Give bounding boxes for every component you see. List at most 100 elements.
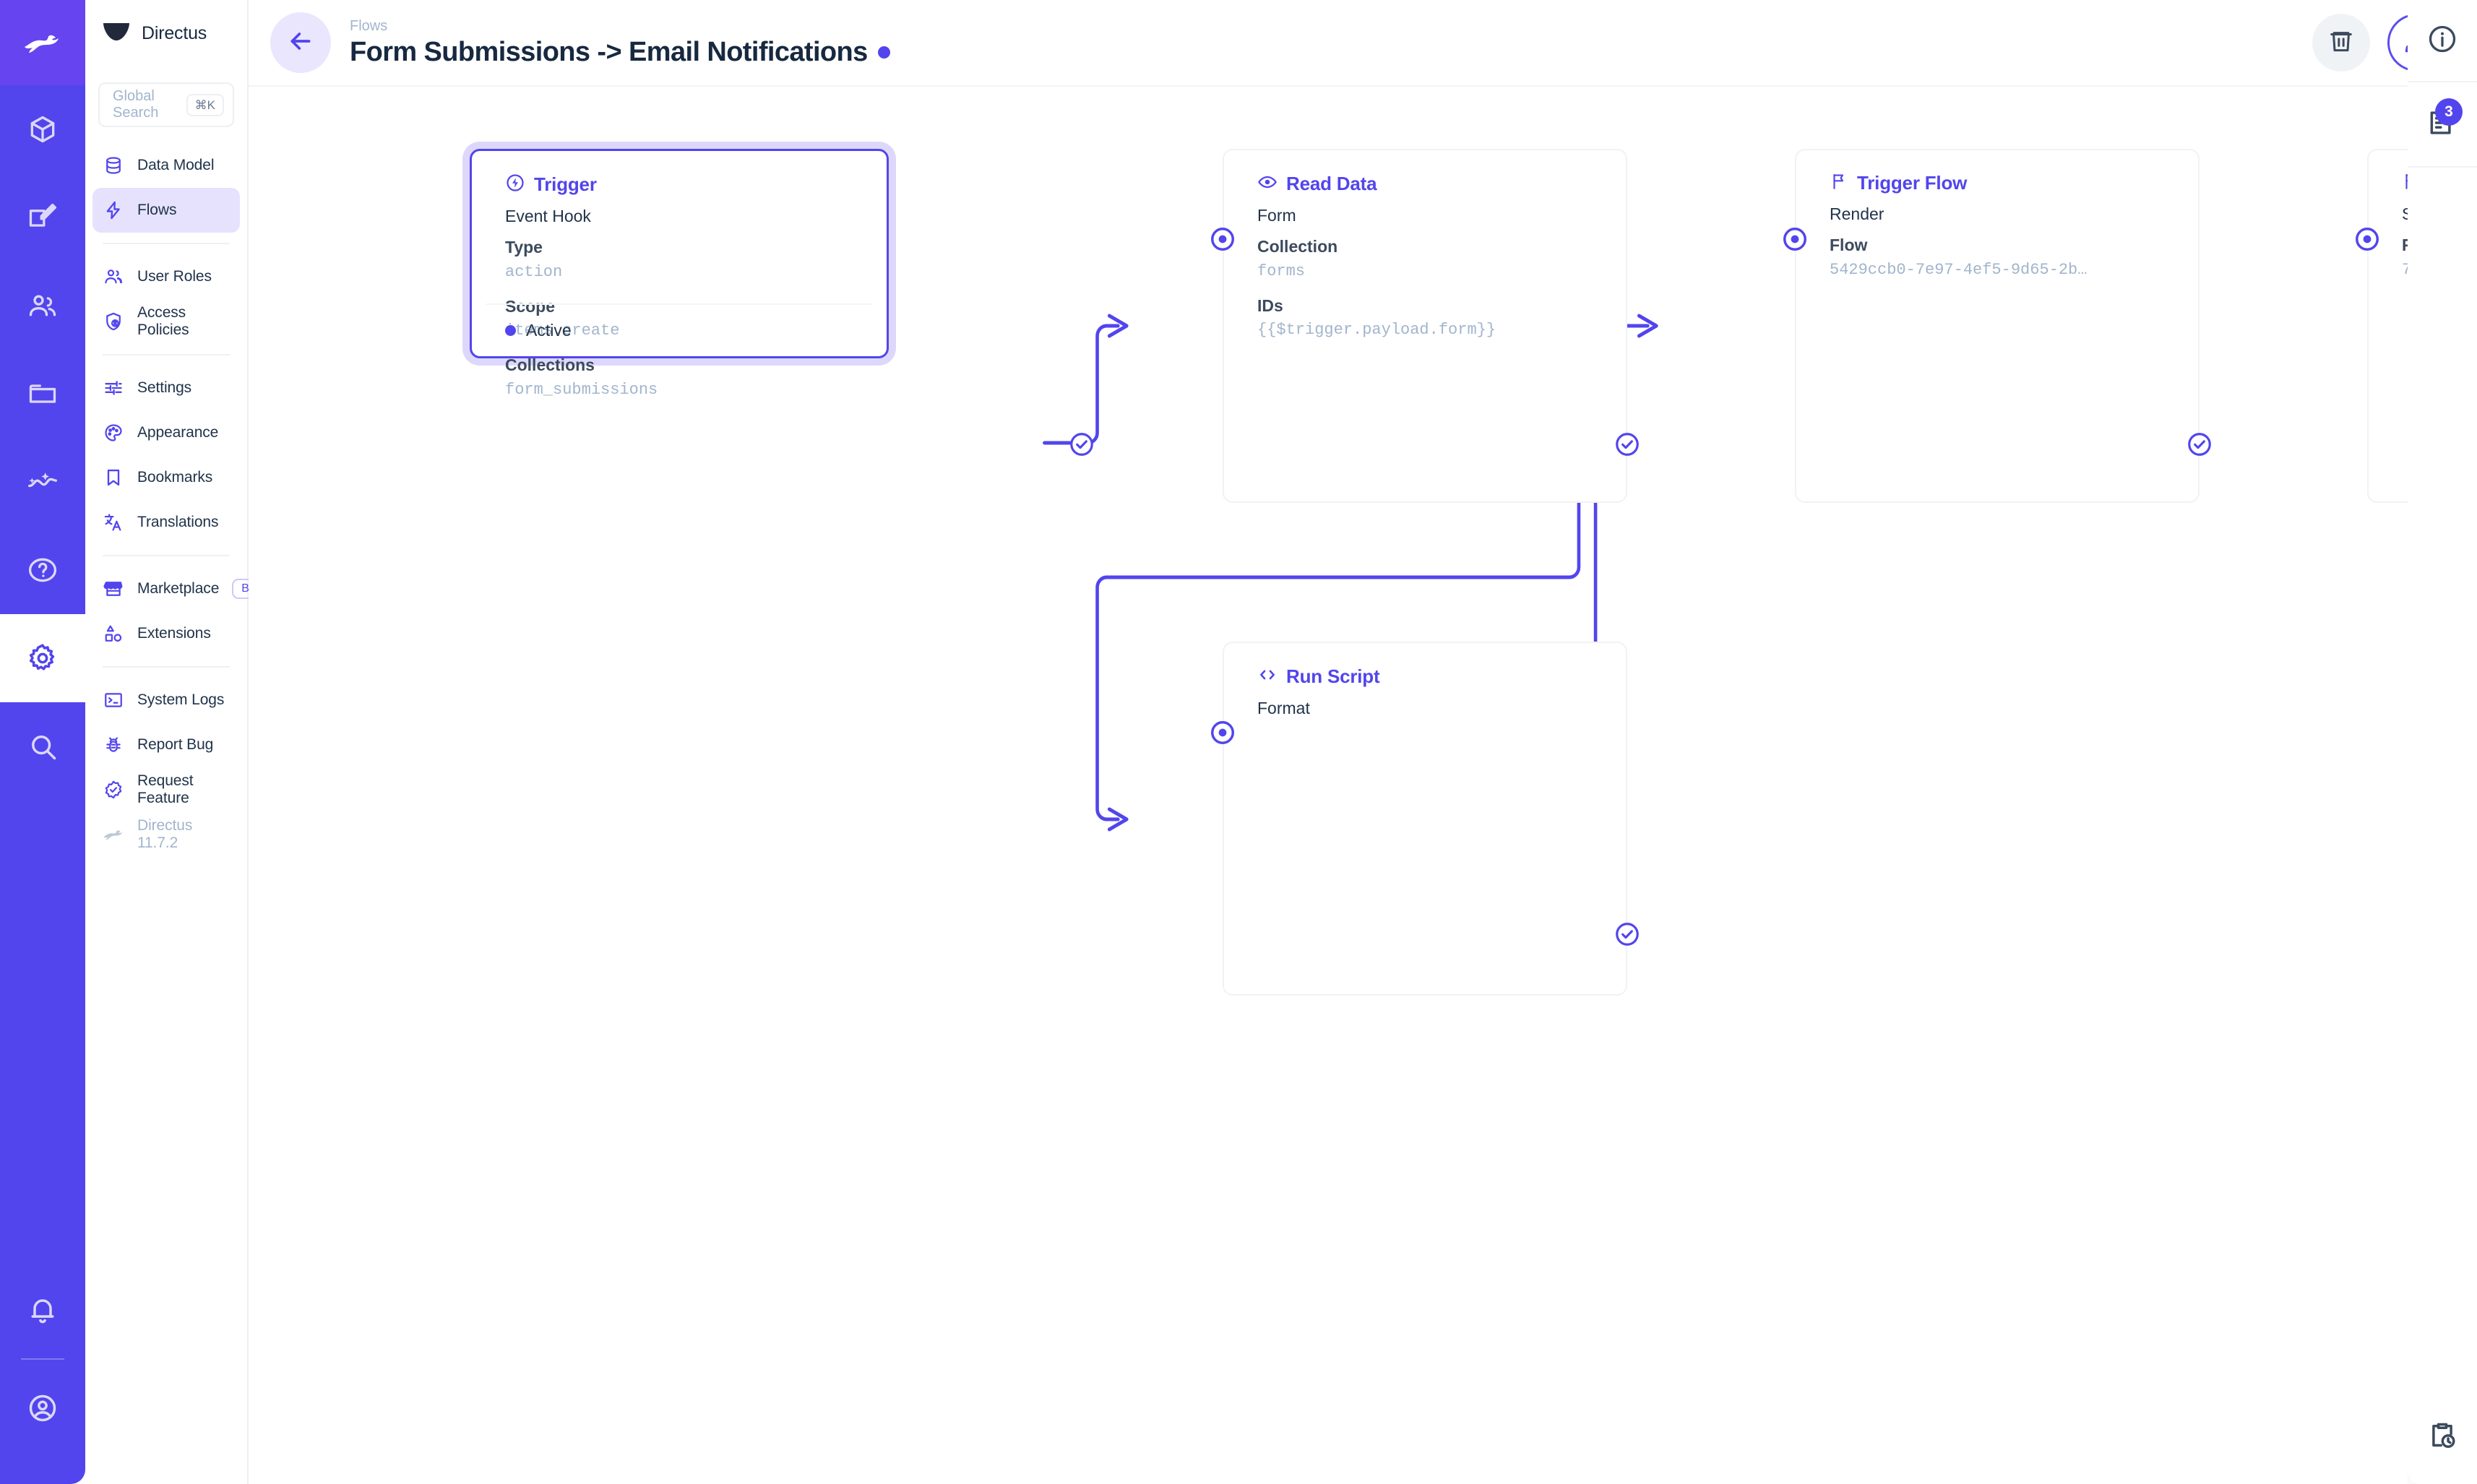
sidebar-item-flows[interactable]: Flows [92, 188, 240, 233]
trash-icon [2327, 27, 2355, 59]
field-value: {{$trigger.payload.form}} [1257, 321, 1496, 340]
flow-node-operation: Format [1257, 699, 1310, 717]
sidebar-item-access-policies[interactable]: Access Policies [92, 299, 240, 344]
breadcrumb[interactable]: Flows [350, 18, 388, 35]
active-status-label: Active [526, 321, 572, 340]
module-editor[interactable] [0, 173, 85, 262]
flow-node-status-row: Active [486, 303, 872, 356]
port-read-data-resolve[interactable] [1614, 431, 1641, 458]
module-notifications[interactable] [0, 1266, 85, 1354]
sidebar-item-request-feature[interactable]: Request Feature [92, 767, 240, 812]
sidebar-item-label: Extensions [137, 625, 211, 642]
module-settings[interactable] [0, 614, 85, 702]
sidebar-item-report-bug[interactable]: Report Bug [92, 722, 240, 767]
sidebar-item-label: Translations [137, 514, 219, 530]
flow-node-trigger-flow-render[interactable]: Trigger Flow Render Flow 5429ccb0-7e97-4… [1795, 149, 2200, 503]
page-header: Flows Form Submissions -> Email Notifica… [249, 0, 2477, 87]
port-trigger-flow-render-in[interactable] [1781, 225, 1809, 253]
project-brand[interactable]: Directus [85, 0, 247, 66]
module-insights[interactable] [0, 438, 85, 526]
sidebar-item-bookmarks[interactable]: Bookmarks [92, 455, 240, 500]
flag-icon [1830, 172, 1848, 194]
global-search-input[interactable]: Global Search ⌘K [98, 82, 234, 127]
back-button[interactable] [270, 12, 331, 73]
port-trigger-flow-render-resolve[interactable] [2186, 431, 2213, 458]
arrowhead-trigger-flow-render [1637, 314, 1658, 338]
sidebar-item-label: Request Feature [137, 772, 194, 806]
port-read-data-in[interactable] [1209, 225, 1236, 253]
sidebar-item-system-logs[interactable]: System Logs [92, 678, 240, 722]
module-user-directory[interactable] [0, 262, 85, 350]
flow-node-run-script[interactable]: Run Script Format [1223, 642, 1627, 996]
translate-icon [103, 512, 124, 533]
flow-node-operation: Render [1830, 204, 1884, 223]
sidebar-item-label: System Logs [137, 691, 225, 708]
module-search[interactable] [0, 702, 85, 790]
flow-node-operation: Form [1257, 206, 1296, 225]
field-value: 5429ccb0-7e97-4ef5-9d65-2b… [1830, 260, 2088, 279]
module-content[interactable] [0, 85, 85, 173]
sidebar-item-translations[interactable]: Translations [92, 500, 240, 545]
flow-history-button[interactable] [2408, 1392, 2477, 1484]
sidebar-item-version[interactable]: Directus 11.7.2 [92, 812, 240, 857]
sidebar-item-extensions[interactable]: Extensions [92, 611, 240, 656]
database-icon [103, 155, 124, 176]
storefront-icon [103, 578, 124, 600]
sidebar-item-marketplace[interactable]: Marketplace Beta [92, 566, 275, 611]
module-file-library[interactable] [0, 350, 85, 438]
flow-node-trigger[interactable]: Trigger Event Hook Type action Scope ite… [470, 149, 889, 399]
sidebar-item-appearance[interactable]: Appearance [92, 410, 240, 455]
port-run-script-resolve[interactable] [1614, 920, 1641, 948]
field-value: form_submissions [505, 380, 658, 399]
sidebar-item-label: Settings [137, 379, 192, 396]
field-value: forms [1257, 262, 1306, 280]
sidebar-item-label: User Roles [137, 268, 212, 285]
shapes-icon [103, 623, 124, 644]
flow-canvas[interactable]: Trigger Event Hook Type action Scope ite… [249, 87, 2477, 1484]
field-key: Collection [1257, 237, 1338, 256]
project-name: Directus [142, 22, 207, 43]
code-icon [1257, 665, 1278, 689]
sidebar-item-label: Report Bug [137, 736, 214, 753]
shield-person-icon [103, 311, 124, 332]
sidebar-item-settings[interactable]: Settings [92, 366, 240, 410]
page-title: Form Submissions -> Email Notifications [350, 37, 868, 68]
bookmark-icon [103, 467, 124, 488]
flow-logs-badge: 3 [2435, 98, 2463, 126]
flow-node-operation: Event Hook [505, 207, 591, 225]
port-run-script-in[interactable] [1209, 719, 1236, 746]
verified-icon [103, 779, 124, 801]
nav-divider [103, 243, 230, 244]
bolt-icon [103, 199, 124, 221]
navigation-sidebar: Directus Global Search ⌘K Data Model [85, 0, 275, 1484]
terminal-icon [103, 689, 124, 711]
sidebar-item-user-roles[interactable]: User Roles [92, 254, 240, 299]
directus-logo[interactable] [0, 0, 85, 85]
sidebar-item-label: Access Policies [137, 304, 189, 338]
nav-divider [103, 354, 230, 355]
nav-list: Data Model Flows User [85, 143, 275, 857]
sidebar-item-label: Appearance [137, 424, 219, 441]
flow-node-read-data[interactable]: Read Data Form Collection forms IDs {{$t… [1223, 149, 1627, 503]
flow-info-button[interactable] [2408, 0, 2477, 82]
field-key: Collections [505, 355, 595, 375]
delete-button[interactable] [2312, 14, 2370, 72]
module-user-account[interactable] [0, 1364, 85, 1452]
nav-divider [103, 666, 230, 668]
flow-logs-button[interactable]: 3 [2408, 82, 2477, 168]
title-block: Flows Form Submissions -> Email Notifica… [350, 17, 890, 68]
sidebar-item-label: Data Model [137, 157, 215, 173]
port-trigger-flow-send-in[interactable] [2353, 225, 2381, 253]
clipboard-clock-icon [2426, 1420, 2458, 1456]
field-value: action [505, 262, 563, 281]
module-docs[interactable] [0, 526, 85, 614]
port-trigger-resolve[interactable] [1068, 431, 1095, 458]
flow-node-title: Run Script [1286, 665, 1380, 687]
sidebar-item-data-model[interactable]: Data Model [92, 143, 240, 188]
bug-icon [103, 734, 124, 756]
edge-trigger-to-read-data [1043, 324, 1120, 445]
field-key: Flow [1830, 236, 1868, 255]
sidebar-item-label: Flows [137, 202, 177, 218]
field-key: Type [505, 238, 543, 257]
sidebar-item-label: Directus 11.7.2 [137, 817, 193, 851]
